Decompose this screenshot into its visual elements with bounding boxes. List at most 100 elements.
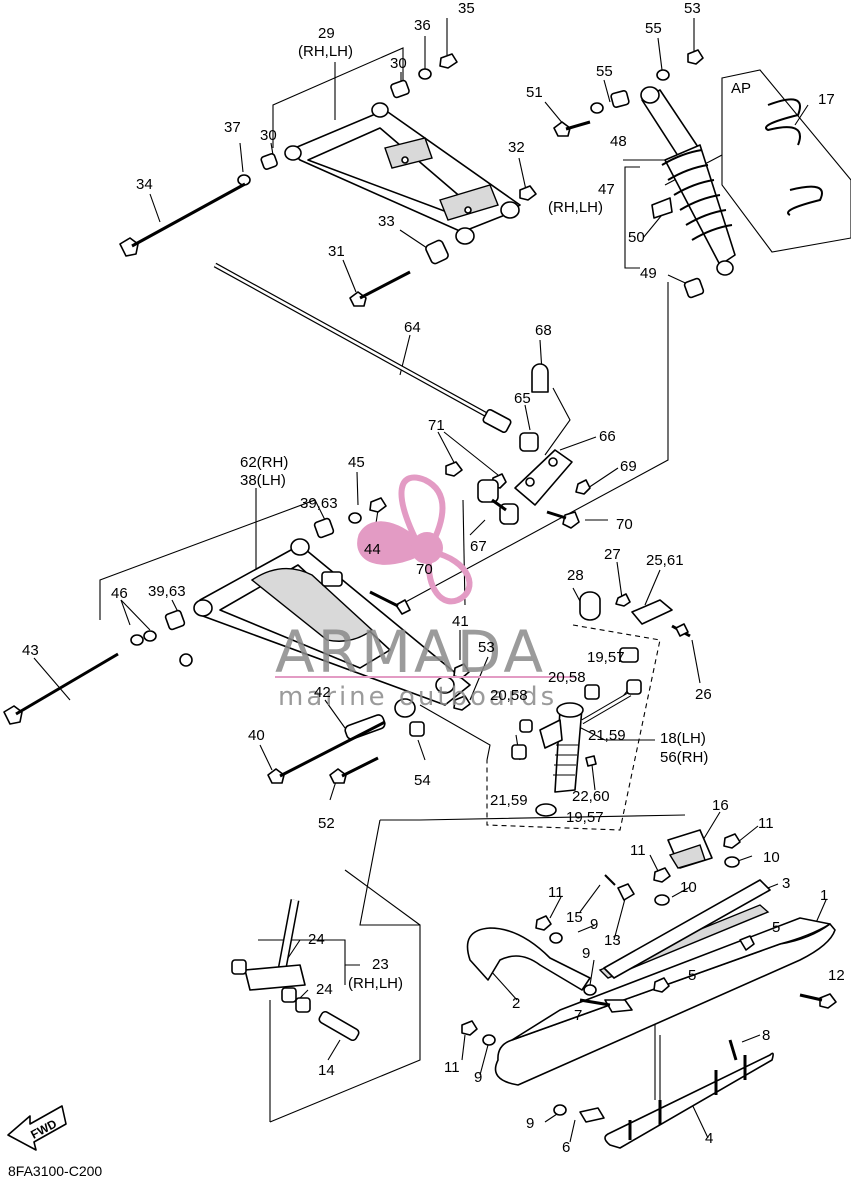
callout-46: 46	[111, 585, 128, 602]
callout-3: 3	[782, 875, 790, 892]
callout-16: 16	[712, 797, 729, 814]
fwd-arrow-icon: FWD	[7, 1105, 67, 1151]
callout-21b: 21,59	[490, 792, 528, 809]
callout-9c: 9	[474, 1069, 482, 1086]
callout-47-sub: (RH,LH)	[548, 199, 603, 216]
callout-27: 27	[604, 546, 621, 563]
propeller-logo-icon	[357, 474, 473, 605]
callout-6: 6	[562, 1139, 570, 1156]
callout-20a: 20,58	[548, 669, 586, 686]
callout-5b: 5	[688, 967, 696, 984]
callout-30a: 30	[390, 55, 407, 72]
callout-31: 31	[328, 243, 345, 260]
callout-52: 52	[318, 815, 335, 832]
brand-name: ARMADA	[275, 618, 546, 686]
callout-67: 67	[470, 538, 487, 555]
callout-11a: 11	[758, 815, 774, 832]
callout-48: 48	[610, 133, 627, 150]
callout-71: 71	[428, 417, 445, 434]
ski-assembly	[461, 829, 837, 1149]
callout-41: 41	[452, 613, 469, 630]
steering-bracket	[369, 363, 591, 615]
callout-50: 50	[628, 229, 645, 246]
callout-8: 8	[762, 1027, 770, 1044]
leader-lines	[33, 18, 851, 1143]
callout-4: 4	[705, 1130, 713, 1147]
callout-19b: 19,57	[566, 809, 604, 826]
callout-24b: 24	[316, 981, 333, 998]
callout-65: 65	[514, 390, 531, 407]
callout-70a: 70	[616, 516, 633, 533]
callout-29-sub: (RH,LH)	[298, 43, 353, 60]
callout-45: 45	[348, 454, 365, 471]
callout-14: 14	[318, 1062, 335, 1079]
callout-23-sub: (RH,LH)	[348, 975, 403, 992]
spindle	[511, 591, 691, 817]
callout-66: 66	[599, 428, 616, 445]
callout-19a: 19,57	[587, 649, 625, 666]
callout-24a: 24	[308, 931, 325, 948]
callout-10b: 10	[680, 879, 697, 896]
callout-10a: 10	[763, 849, 780, 866]
callout-55b: 55	[596, 63, 613, 80]
callout-22: 22,60	[572, 788, 610, 805]
callout-30b: 30	[260, 127, 277, 144]
callout-43: 43	[22, 642, 39, 659]
callout-21a: 21,59	[588, 727, 626, 744]
callout-53b: 53	[478, 639, 495, 656]
callout-15: 15	[566, 909, 583, 926]
callout-39b: 39,63	[148, 583, 186, 600]
callout-11d: 11	[444, 1059, 460, 1076]
callout-17: 17	[818, 91, 835, 108]
callout-40: 40	[248, 727, 265, 744]
callout-68: 68	[535, 322, 552, 339]
callout-2: 2	[512, 995, 520, 1012]
callout-9b: 9	[582, 945, 590, 962]
callout-69: 69	[620, 458, 637, 475]
ap-label: AP	[731, 80, 751, 97]
upper-arm-hardware	[119, 53, 537, 307]
steering-spindle-23	[231, 899, 360, 1042]
callout-18: 18(LH)	[660, 730, 706, 747]
callout-20b: 20,58	[490, 687, 528, 704]
callout-11b: 11	[630, 842, 646, 859]
lower-a-arm	[193, 538, 471, 718]
brand-tagline: marine outboards	[278, 682, 557, 712]
callout-13: 13	[604, 932, 621, 949]
callout-11c: 11	[548, 884, 564, 901]
callout-70b: 70	[416, 561, 433, 578]
callout-12: 12	[828, 967, 845, 984]
callout-36: 36	[414, 17, 431, 34]
callout-47: 47	[598, 181, 615, 198]
callout-39a: 39,63	[300, 495, 338, 512]
callout-9d: 9	[526, 1115, 534, 1132]
callout-49: 49	[640, 265, 657, 282]
diagram-code: 8FA3100-C200	[8, 1163, 102, 1179]
callout-62: 62(RH)	[240, 454, 288, 471]
callout-56: 56(RH)	[660, 749, 708, 766]
callout-5a: 5	[772, 919, 780, 936]
lower-arm-hardware	[3, 497, 471, 784]
callout-29: 29	[318, 25, 335, 42]
callout-9a: 9	[590, 916, 598, 933]
callout-7: 7	[574, 1007, 582, 1024]
callout-53a: 53	[684, 0, 701, 17]
callout-23: 23	[372, 956, 389, 973]
callout-55a: 55	[645, 20, 662, 37]
callout-44: 44	[364, 541, 381, 558]
callout-35: 35	[458, 0, 475, 17]
shaft-64	[213, 262, 512, 434]
callout-1: 1	[820, 887, 828, 904]
callout-42: 42	[314, 684, 331, 701]
callout-51: 51	[526, 84, 543, 101]
callout-labels: 29 (RH,LH) 36 35 30 37 30 34 32 33 31 53…	[8, 0, 845, 1179]
shock-absorber	[553, 49, 736, 299]
spring-detail	[765, 98, 823, 216]
callout-25: 25,61	[646, 552, 684, 569]
armada-watermark: ARMADA marine outboards	[275, 474, 575, 712]
callout-28: 28	[567, 567, 584, 584]
callout-38: 38(LH)	[240, 472, 286, 489]
callout-64: 64	[404, 319, 421, 336]
